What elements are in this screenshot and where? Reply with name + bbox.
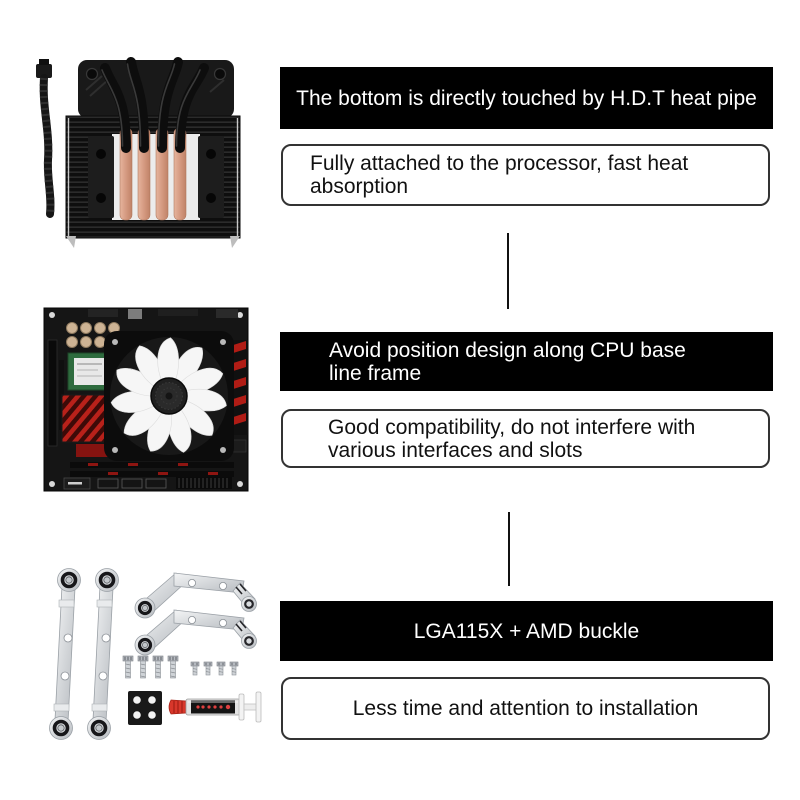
screws-long xyxy=(122,655,179,679)
mounting-kit-photo xyxy=(49,568,262,740)
fan-hub xyxy=(150,377,188,415)
bottom-connectors xyxy=(63,477,232,490)
motherboard-with-fan-photo xyxy=(43,307,249,492)
feature-note-heatpipe-text: Fully attached to the processor, fast he… xyxy=(310,152,689,198)
ram-slots xyxy=(70,462,234,477)
feature-banner-mounting-text: LGA115X + AMD buckle xyxy=(413,619,640,643)
cooler-base xyxy=(88,127,224,221)
cpu-cooler-photo xyxy=(36,57,241,248)
feature-note-mounting: Less time and attention to installation xyxy=(281,677,770,740)
feature-banner-mounting: LGA115X + AMD buckle xyxy=(280,601,773,661)
connector-line-2 xyxy=(508,512,510,586)
connector-line-1 xyxy=(507,233,509,309)
feature-note-heatpipe: Fully attached to the processor, fast he… xyxy=(281,144,770,206)
feature-note-mounting-text: Less time and attention to installation xyxy=(352,697,699,720)
feature-banner-heatpipe-text: The bottom is directly touched by H.D.T … xyxy=(296,86,757,110)
heat-pipes xyxy=(100,57,209,153)
feature-note-layout: Good compatibility, do not interfere wit… xyxy=(281,409,770,468)
thermal-paste-syringe xyxy=(168,691,262,723)
feature-banner-layout-text: Avoid position design along CPU base lin… xyxy=(329,338,686,385)
feature-note-layout-text: Good compatibility, do not interfere wit… xyxy=(328,415,696,462)
feature-banner-heatpipe: The bottom is directly touched by H.D.T … xyxy=(280,67,773,129)
feature-banner-layout: Avoid position design along CPU base lin… xyxy=(280,332,773,391)
screws-short xyxy=(190,661,239,676)
cooler-fan xyxy=(104,331,234,461)
intel-brackets xyxy=(133,571,259,657)
backplate xyxy=(128,691,162,725)
fan-cable xyxy=(36,59,55,218)
amd-brackets xyxy=(49,568,119,740)
